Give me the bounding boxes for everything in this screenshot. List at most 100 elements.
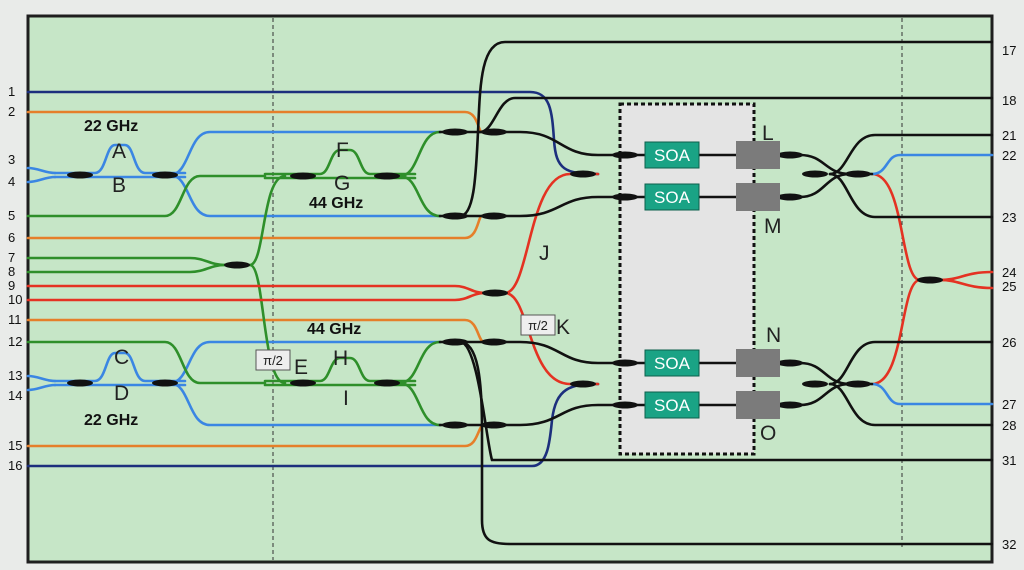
waveguide-green-out-3 <box>398 340 442 385</box>
port-right-24: 24 <box>1002 265 1016 280</box>
label-I: I <box>343 387 349 410</box>
waveguide-blue-in-13 <box>26 374 57 383</box>
label-O: O <box>760 422 776 445</box>
label-H: H <box>333 347 348 370</box>
coupler-24 <box>612 401 638 409</box>
coupler-21 <box>612 151 638 159</box>
waveguide-blue-in-14 <box>26 383 57 392</box>
waveguide-red-right <box>870 172 942 282</box>
waveguide-red-10 <box>26 291 487 302</box>
soa-3-label: SOA <box>654 354 691 373</box>
waveguide-red-J <box>503 172 600 295</box>
port-right-28: 28 <box>1002 418 1016 433</box>
chip-background <box>26 14 994 564</box>
waveguide-black-bot-arm1 <box>438 340 742 365</box>
port-left-6: 6 <box>8 230 15 245</box>
label-M: M <box>764 215 782 238</box>
coupler-32 <box>845 380 871 388</box>
coupler-3 <box>67 379 93 387</box>
port-left-15: 15 <box>8 438 22 453</box>
freq-label-2: 44 GHz <box>309 195 363 212</box>
port-left-12: 12 <box>8 334 22 349</box>
waveguide-green-8 <box>26 263 227 274</box>
label-J: J <box>539 242 550 265</box>
freq-label-3: 44 GHz <box>307 321 361 338</box>
coupler-26 <box>777 193 803 201</box>
waveguide-blue-A <box>53 143 187 175</box>
waveguide-green-split-down <box>248 263 287 385</box>
coupler-33 <box>917 276 943 284</box>
phase-shifter-E-label: π/2 <box>263 353 283 368</box>
port-right-27: 27 <box>1002 397 1016 412</box>
coupler-16 <box>481 338 507 346</box>
modulator-N <box>736 349 780 377</box>
soa-1-label: SOA <box>654 146 691 165</box>
freq-label-1: 22 GHz <box>84 118 138 135</box>
soa-4: SOA <box>644 391 700 419</box>
waveguide-green-5 <box>26 174 267 218</box>
waveguide-green-F <box>263 148 417 176</box>
port-left-3: 3 <box>8 152 15 167</box>
soa-3: SOA <box>644 349 700 377</box>
label-G: G <box>334 172 350 195</box>
coupler-2 <box>152 171 178 179</box>
freq-label-4: 22 GHz <box>84 412 138 429</box>
label-C: C <box>114 346 129 369</box>
waveguide-green-out-4 <box>398 381 442 427</box>
soa-2-label: SOA <box>654 188 691 207</box>
port-left-8: 8 <box>8 264 15 279</box>
soa-4-label: SOA <box>654 396 691 415</box>
coupler-20 <box>570 380 596 388</box>
label-A: A <box>112 140 126 163</box>
waveguide-black-23 <box>828 172 994 219</box>
waveguide-green-H <box>263 356 417 383</box>
coupler-27 <box>777 359 803 367</box>
phase-shifter-K-label: π/2 <box>528 318 548 333</box>
waveguide-black-21 <box>828 133 994 176</box>
coupler-8 <box>290 379 316 387</box>
port-left-4: 4 <box>8 174 15 189</box>
coupler-18 <box>482 289 508 297</box>
port-right-22: 22 <box>1002 148 1016 163</box>
coupler-6 <box>290 172 316 180</box>
waveguide-black-top-arm2 <box>438 195 742 218</box>
coupler-17 <box>481 421 507 429</box>
port-left-10: 10 <box>8 292 22 307</box>
coupler-4 <box>152 379 178 387</box>
port-right-21: 21 <box>1002 128 1016 143</box>
label-E: E <box>294 356 308 379</box>
port-left-2: 2 <box>8 104 15 119</box>
waveguide-red-right-2 <box>870 278 922 386</box>
label-N: N <box>766 324 781 347</box>
port-right-26: 26 <box>1002 335 1016 350</box>
phase-shifter-K: π/2 <box>520 314 556 336</box>
phase-shifter-E: π/2 <box>255 349 291 371</box>
soa-2: SOA <box>644 183 700 211</box>
port-right-25: 25 <box>1002 279 1016 294</box>
waveguide-red-out-25 <box>938 278 994 290</box>
waveguide-black-bot-arm2 <box>438 403 742 427</box>
coupler-22 <box>612 193 638 201</box>
waveguide-black-32 <box>458 340 994 546</box>
port-right-23: 23 <box>1002 210 1016 225</box>
label-D: D <box>114 382 129 405</box>
coupler-30 <box>845 170 871 178</box>
coupler-29 <box>802 170 828 178</box>
couplers <box>67 128 943 429</box>
coupler-1 <box>67 171 93 179</box>
coupler-28 <box>777 401 803 409</box>
coupler-5 <box>224 261 250 269</box>
waveguide-green-out-1 <box>398 130 442 178</box>
waveguide-green-out-2 <box>398 174 442 218</box>
port-left-1: 1 <box>8 84 15 99</box>
port-right-18: 18 <box>1002 93 1016 108</box>
waveguide-blue-out-22 <box>870 153 994 176</box>
port-left-5: 5 <box>8 208 15 223</box>
coupler-7 <box>374 172 400 180</box>
port-right-32: 32 <box>1002 537 1016 552</box>
label-L: L <box>762 122 774 145</box>
waveguide-blue-in-3 <box>26 166 57 175</box>
coupler-23 <box>612 359 638 367</box>
